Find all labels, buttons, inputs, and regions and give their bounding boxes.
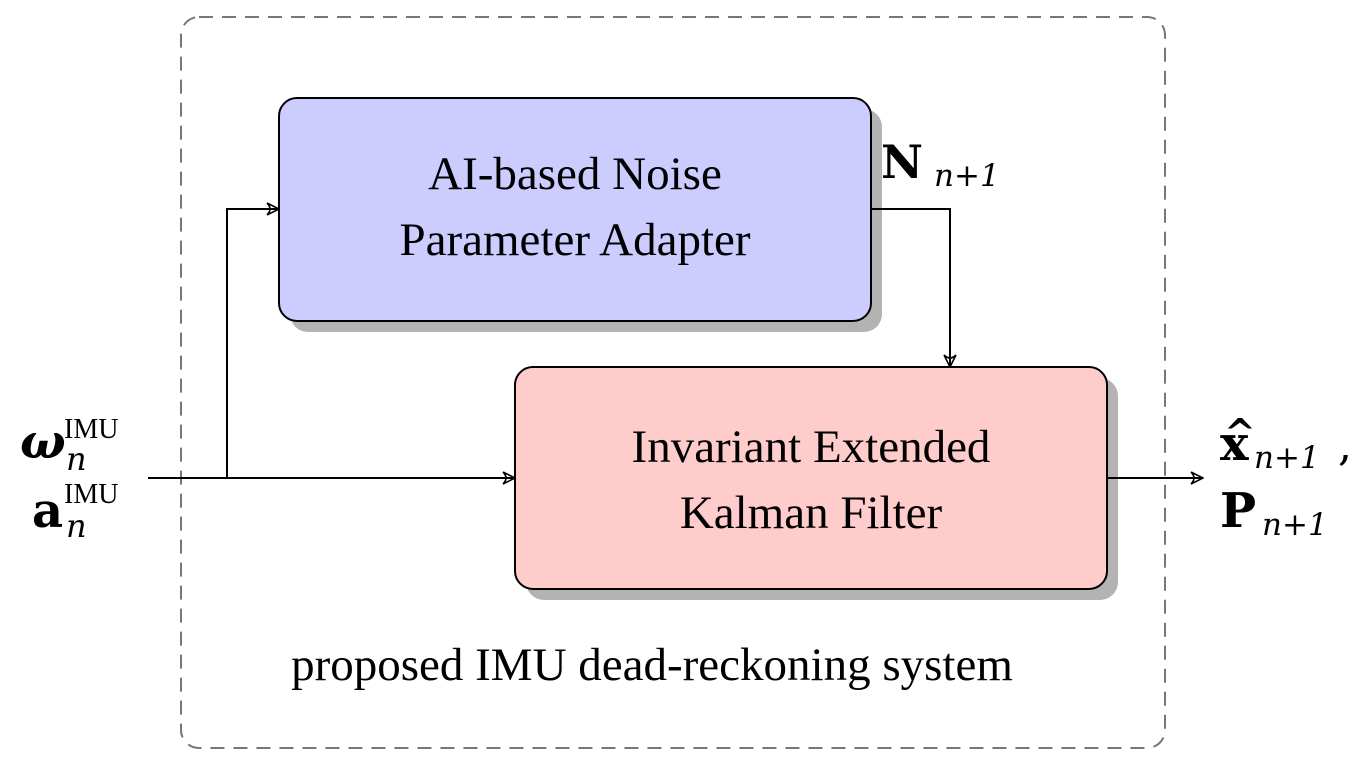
- iekf-block: [514, 366, 1108, 590]
- input-to-adapter-arrow: [226, 209, 279, 478]
- output-comma: ,: [1338, 420, 1352, 471]
- state-subscript: n+1: [1254, 440, 1320, 476]
- system-caption: proposed IMU dead-reckoning system: [291, 639, 1013, 691]
- omega-superscript: IMU: [64, 414, 118, 445]
- omega-symbol: ω: [20, 414, 66, 470]
- noise-parameter-label: N n+1: [881, 135, 1000, 194]
- omega-subscript: n: [66, 440, 87, 478]
- input-label: ω IMU n a IMU n: [20, 414, 118, 545]
- iekf-label-line1: Invariant Extended: [632, 421, 991, 473]
- state-symbol: x: [1220, 416, 1249, 472]
- covariance-subscript: n+1: [1262, 507, 1328, 543]
- output-label: ^ x n+1 , P n+1: [1220, 410, 1352, 543]
- noise-adapter-label-line2: Parameter Adapter: [399, 214, 750, 266]
- iekf-label-line2: Kalman Filter: [680, 487, 943, 539]
- noise-to-iekf-arrow: [871, 208, 950, 367]
- accel-symbol: a: [32, 483, 63, 539]
- noise-adapter-label-line1: AI-based Noise: [428, 148, 722, 200]
- noise-subscript: n+1: [934, 158, 1000, 194]
- accel-superscript: IMU: [64, 479, 118, 510]
- covariance-symbol: P: [1220, 483, 1256, 539]
- state-hat: ^: [1224, 410, 1256, 455]
- noise-symbol: N: [881, 135, 923, 189]
- noise-adapter-block: [278, 97, 872, 322]
- accel-subscript: n: [66, 507, 87, 545]
- system-boundary: [180, 16, 1166, 749]
